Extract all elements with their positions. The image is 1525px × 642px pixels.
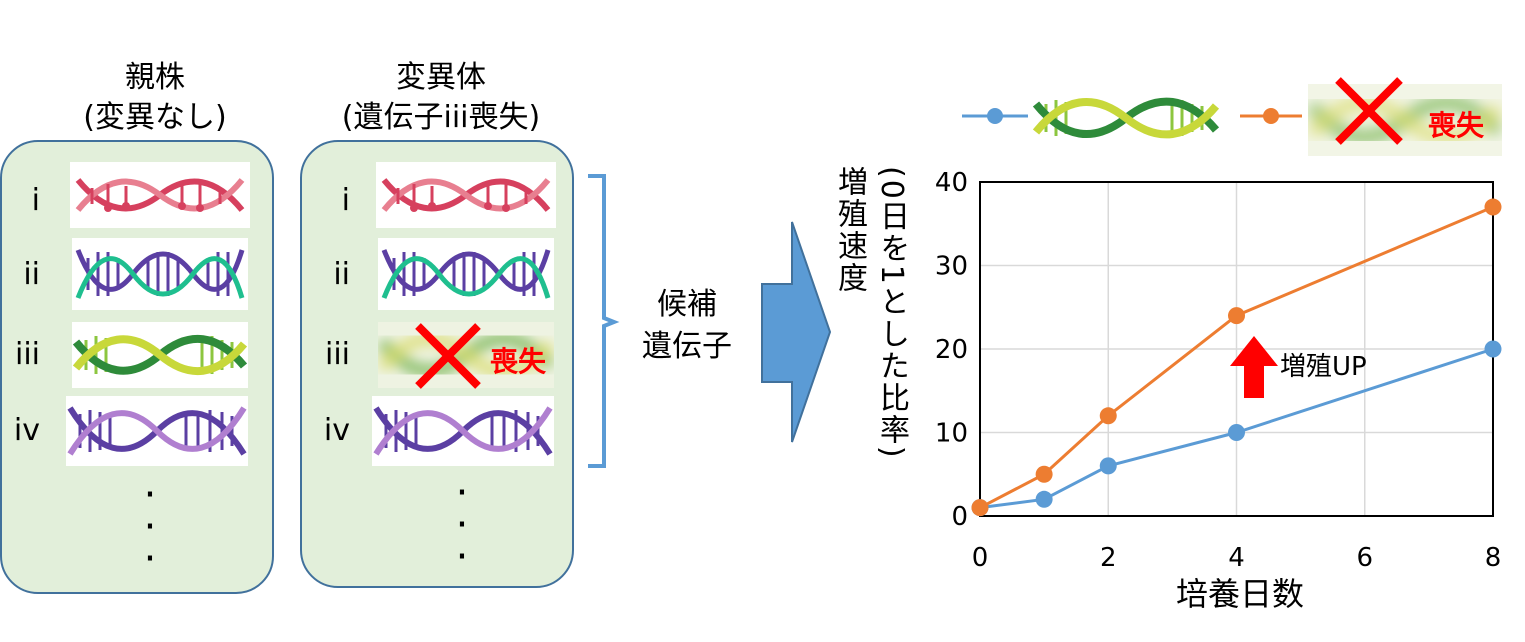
mutant-ellipsis-dot: · — [455, 534, 469, 580]
mutant-row-label-i: i — [341, 183, 350, 218]
legend-parent-marker — [962, 108, 1028, 124]
mutant-ellipsis-dot: · — [455, 470, 469, 516]
mutant-row-label-ii: ii — [333, 257, 350, 292]
parent-row-label-iv: iv — [13, 413, 40, 448]
parent-row-label-i: i — [31, 183, 40, 218]
up-arrow-icon — [1230, 336, 1278, 398]
data-point — [1484, 340, 1502, 358]
dna-purple-green-icon — [378, 238, 554, 310]
mutant-title-line2: (遺伝子iii喪失) — [341, 100, 541, 135]
data-point — [1035, 490, 1053, 508]
parent-ellipsis-dot: · — [143, 504, 157, 550]
y-tick-label: 0 — [951, 502, 968, 532]
data-point — [1228, 424, 1245, 441]
candidate-line1: 候補 — [657, 287, 717, 322]
candidate-line2: 遺伝子 — [642, 329, 732, 364]
parent-title-line1: 親株 — [125, 60, 185, 95]
dna-purple-violet-icon — [372, 396, 554, 466]
x-tick-label: 0 — [972, 543, 989, 573]
parent-ellipsis-dot: · — [143, 472, 157, 518]
y-axis-title: 増殖速度 — [830, 166, 868, 526]
parent-row-label-ii: ii — [23, 257, 40, 292]
parent-ellipsis-dot: · — [143, 536, 157, 582]
data-point — [1484, 198, 1502, 216]
data-point — [1228, 307, 1245, 325]
mutant-row-label-iv: iv — [323, 413, 350, 448]
growth-up-annotation: 増殖UP — [1280, 352, 1367, 382]
dna-green-yellow-icon — [72, 322, 248, 388]
candidate-gene-label: 候補 遺伝子 — [622, 284, 752, 368]
x-tick-label: 4 — [1228, 543, 1245, 573]
dna-green-yellow-icon — [1032, 97, 1220, 139]
x-tick-label: 6 — [1356, 543, 1373, 573]
parent-title: 親株 (変異なし) — [40, 58, 270, 138]
cross-icon — [415, 323, 481, 389]
dna-purple-green-icon — [72, 238, 248, 310]
parent-row-label-iii: iii — [14, 337, 40, 372]
y-axis-sublabel: (0日を1とした比率) — [874, 166, 909, 460]
cross-icon — [1335, 77, 1403, 145]
data-point — [971, 499, 989, 517]
legend-mutant-marker — [1240, 108, 1302, 124]
data-point — [1035, 465, 1053, 483]
y-tick-label: 20 — [935, 335, 968, 365]
mutant-title-line1: 変異体 — [396, 60, 486, 95]
dna-red-icon — [70, 162, 250, 228]
y-tick-label: 40 — [935, 168, 968, 198]
mutant-lost-label: 喪失 — [490, 345, 547, 378]
right-arrow-icon — [761, 221, 832, 443]
x-axis-title: 培養日数 — [1175, 575, 1304, 613]
y-tick-label: 10 — [935, 419, 968, 449]
x-tick-label: 8 — [1485, 543, 1502, 573]
y-axis-subtitle: (0日を1とした比率) — [872, 166, 910, 526]
mutant-ellipsis-dot: · — [455, 502, 469, 548]
y-axis-label: 増殖速度 — [832, 166, 867, 294]
data-point — [1099, 407, 1117, 425]
dna-purple-violet-icon — [66, 396, 248, 466]
dna-red-icon — [376, 162, 556, 228]
y-tick-label: 30 — [935, 252, 968, 282]
parent-title-line2: (変異なし) — [83, 100, 227, 135]
data-point — [1099, 457, 1117, 475]
x-tick-label: 2 — [1100, 543, 1117, 573]
legend-lost-label: 喪失 — [1428, 109, 1485, 142]
mutant-row-label-iii: iii — [324, 337, 350, 372]
bracket — [588, 174, 620, 468]
mutant-title: 変異体 (遺伝子iii喪失) — [296, 58, 586, 138]
